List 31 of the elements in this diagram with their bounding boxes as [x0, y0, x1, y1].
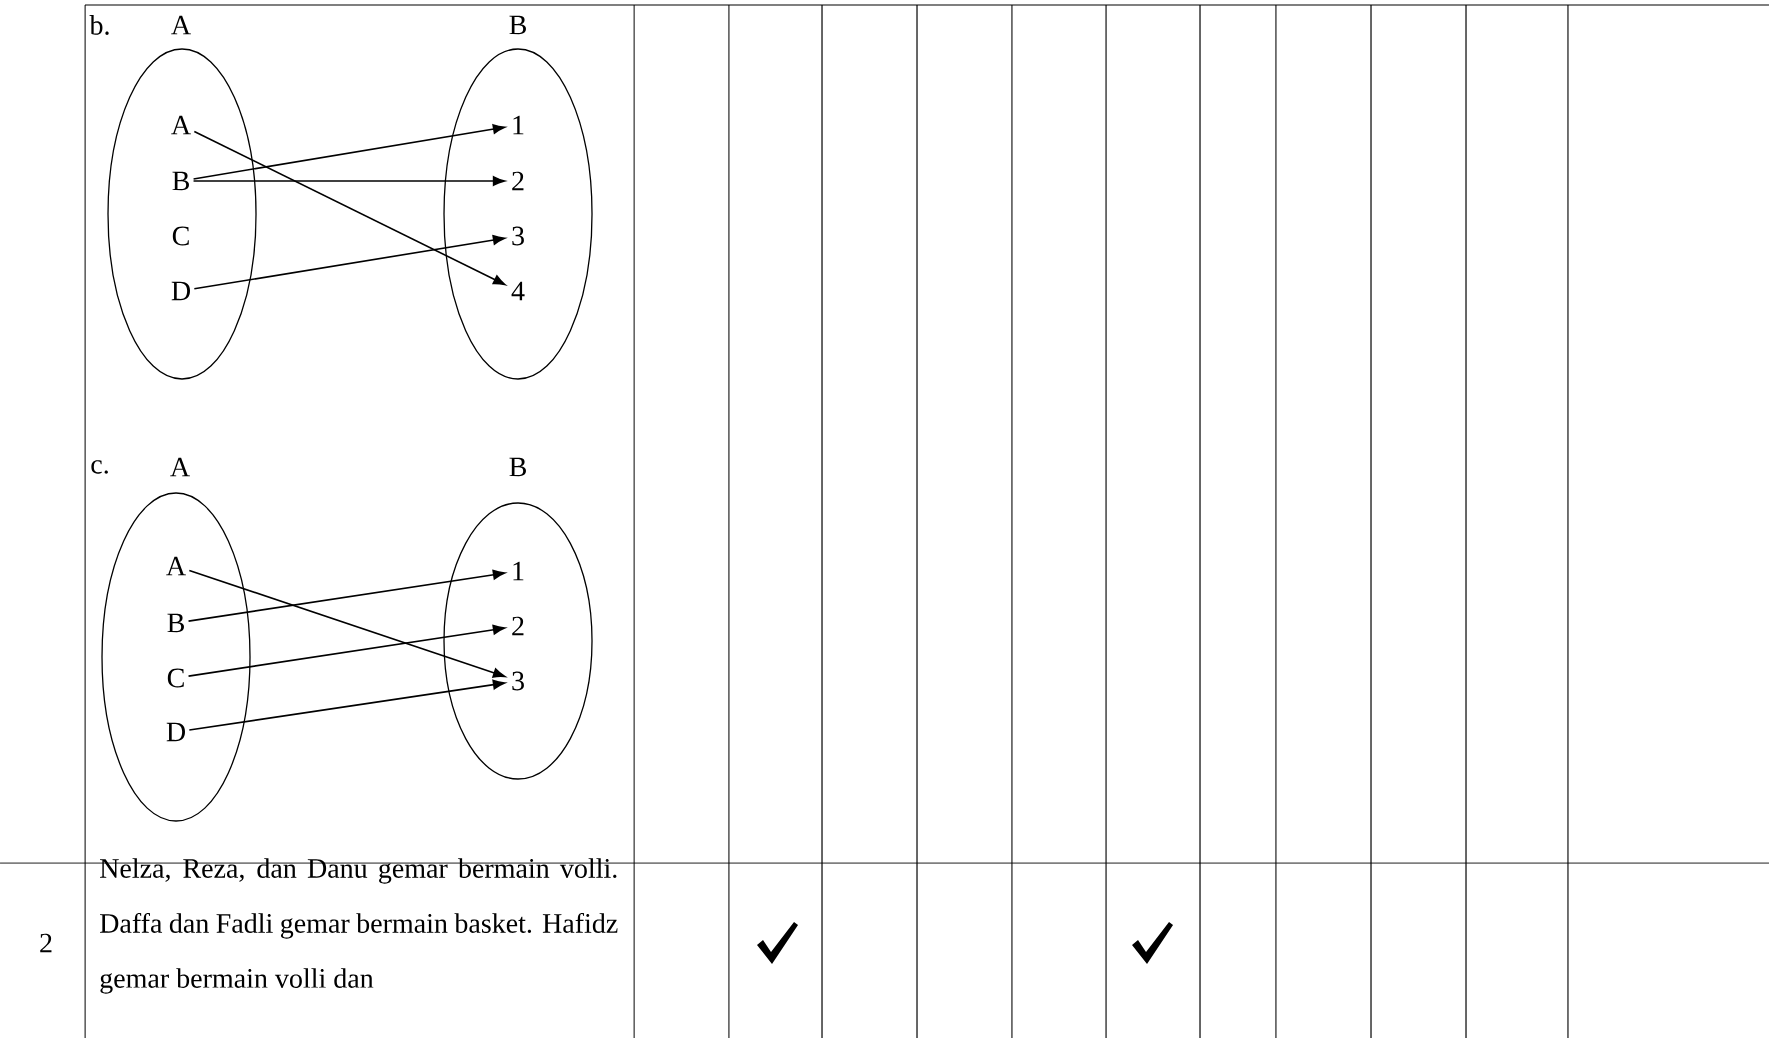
question-text: Nelza, Reza, dan Danu gemar bermain volli. Daffa dan Fadli gemar bermain basket. Hafidz gemar bermain volli dan — [100, 858, 618, 994]
element-label: C — [167, 668, 184, 688]
diagram-letter: c. — [91, 460, 108, 474]
node-label: A — [170, 457, 190, 477]
element-label: 2 — [512, 616, 524, 636]
arrow — [192, 176, 506, 186]
element-label: D — [171, 281, 190, 301]
node-label: A — [171, 15, 191, 35]
element-label: 3 — [512, 671, 524, 691]
element-label: 4 — [511, 281, 525, 301]
element-label: 1 — [513, 115, 524, 135]
node-label: B — [509, 457, 526, 477]
element-label: 3 — [512, 226, 524, 246]
element-label: A — [166, 556, 186, 576]
row-number: 2 — [40, 933, 52, 953]
element-label: D — [166, 722, 185, 742]
arrow — [187, 569, 506, 622]
element-label: B — [172, 171, 189, 191]
arrow — [188, 679, 506, 731]
node-label: B — [509, 15, 526, 35]
element-label: B — [167, 613, 184, 633]
element-label: 2 — [512, 171, 524, 191]
arrow — [193, 130, 506, 286]
arrow — [187, 624, 506, 677]
diagram-letter: b. — [89, 15, 109, 35]
element-label: C — [172, 226, 189, 246]
arrow — [188, 569, 506, 678]
arrow — [192, 124, 506, 180]
element-label: 1 — [513, 561, 524, 581]
arrow — [193, 235, 506, 290]
element-label: A — [171, 115, 191, 135]
